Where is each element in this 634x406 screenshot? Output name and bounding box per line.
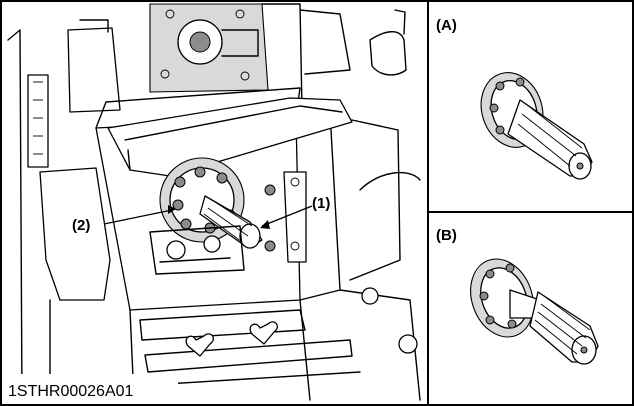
inset-a-label: (A) bbox=[436, 17, 457, 34]
leader-line-2 bbox=[103, 209, 173, 225]
leader-arrow-1 bbox=[260, 220, 270, 229]
leader-line-1 bbox=[261, 205, 313, 227]
leader-arrow-2 bbox=[168, 205, 176, 214]
figure-code-box bbox=[2, 374, 178, 403]
callout-2-label: (2) bbox=[72, 217, 90, 234]
figure-code: 1STHR00026A01 bbox=[8, 383, 134, 400]
callout-1-label: (1) bbox=[312, 195, 330, 212]
inset-b-shaft bbox=[470, 258, 599, 365]
inset-b-label: (B) bbox=[436, 227, 457, 244]
inset-a-shaft bbox=[480, 72, 593, 180]
